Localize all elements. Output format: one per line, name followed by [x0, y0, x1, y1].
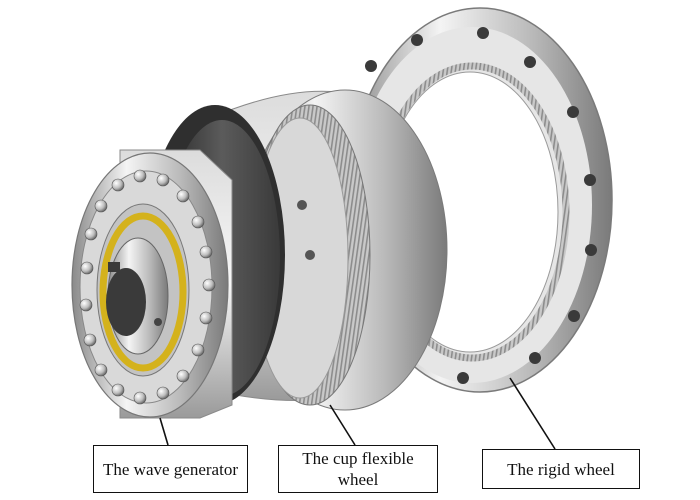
label-cup-flexible-wheel: The cup flexible wheel: [278, 445, 438, 493]
label-rigid-wheel: The rigid wheel: [482, 449, 640, 489]
bearing-balls: [79, 169, 216, 405]
bearing-ring: [99, 212, 187, 372]
label-wave-generator: The wave generator: [93, 445, 248, 493]
leader-lines: [159, 377, 556, 450]
shaft-bore: [106, 268, 146, 336]
label-cup-flexible-wheel-text: The cup flexible wheel: [302, 449, 414, 489]
wave-generator: [71, 149, 233, 419]
label-rigid-wheel-text: The rigid wheel: [507, 459, 615, 479]
label-wave-generator-text: The wave generator: [103, 459, 238, 479]
